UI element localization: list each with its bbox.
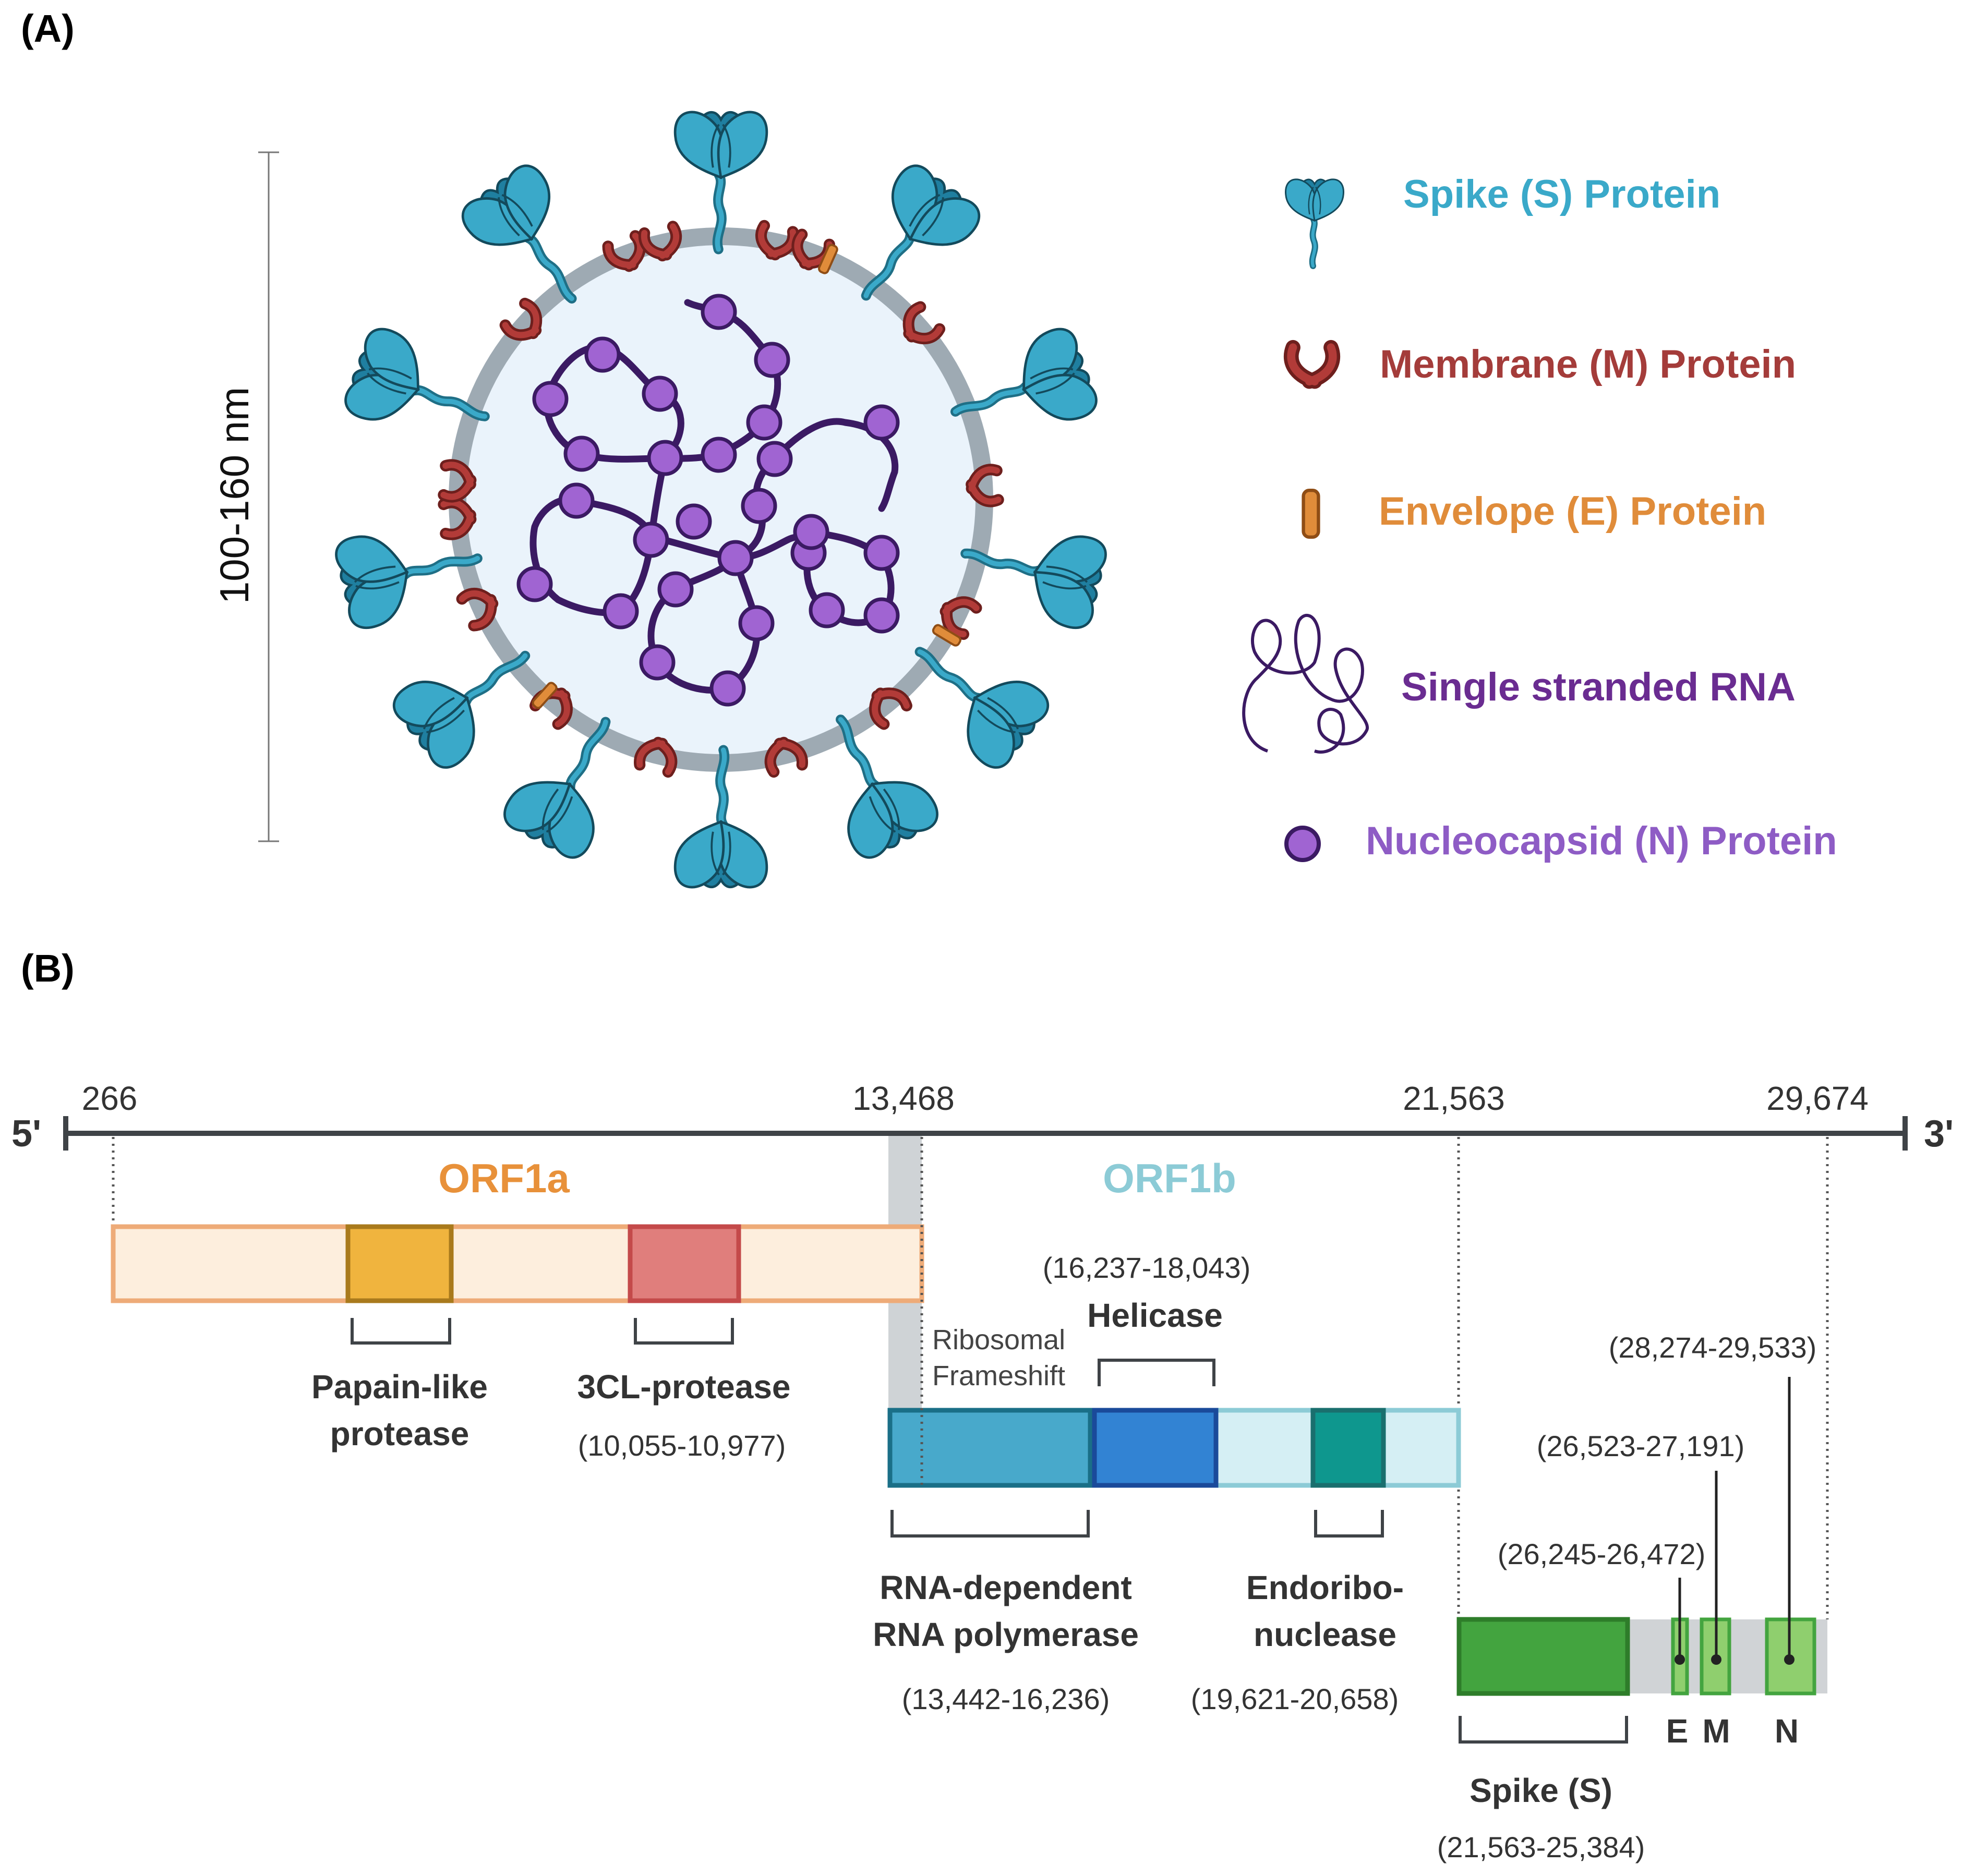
3cl-label: 3CL-protease — [577, 1368, 791, 1406]
m-gene-label: M — [1702, 1712, 1730, 1750]
nucleocapsid-dot-4 — [701, 437, 737, 473]
legend-rna-label: Single stranded RNA — [1401, 665, 1796, 709]
nucleocapsid-dot-25 — [809, 592, 845, 628]
guide-lines — [112, 1137, 1829, 1619]
rdrp-box — [887, 1408, 1093, 1488]
endo-range: (19,621-20,658) — [1191, 1683, 1399, 1715]
nucleocapsid-dot-1 — [701, 294, 737, 330]
nucleocapsid-dot-17 — [863, 404, 900, 441]
nucleocapsid-dot-2 — [754, 342, 790, 378]
nucleocapsid-dot-9 — [563, 435, 600, 472]
spike-gene-range: (21,563-25,384) — [1437, 1831, 1645, 1863]
rdrp-label-line2: RNA polymerase — [873, 1616, 1139, 1653]
papain-like-protease-box — [345, 1224, 454, 1303]
legend-spike-label: Spike (S) Protein — [1403, 172, 1720, 216]
spike-gene-box — [1456, 1617, 1630, 1696]
nucleocapsid-dot-23 — [738, 605, 775, 642]
tick-13468: 13,468 — [852, 1080, 955, 1117]
nucleocapsid-dot-14 — [676, 503, 712, 540]
papain-label-line2: protease — [330, 1415, 469, 1453]
3cl-protease-box — [628, 1224, 741, 1303]
helicase-label: Helicase — [1087, 1297, 1223, 1334]
tick-29674: 29,674 — [1766, 1080, 1869, 1117]
papain-label-line1: Papain-like — [311, 1368, 488, 1406]
rdrp-label-line1: RNA-dependent — [880, 1569, 1132, 1606]
nucleocapsid-dot-18 — [863, 535, 900, 571]
three-prime-label: 3' — [1924, 1113, 1954, 1155]
nucleocapsid-dot-19 — [717, 540, 754, 576]
nucleocapsid-proteins — [516, 294, 900, 707]
endoribonuclease-box — [1310, 1408, 1386, 1488]
nucleocapsid-dot-3 — [746, 404, 782, 441]
orf1b-label: ORF1b — [1103, 1155, 1236, 1201]
frameshift-label-line2: Frameshift — [932, 1360, 1065, 1391]
nucleocapsid-dot-20 — [657, 571, 694, 608]
nucleocapsid-dot-22 — [709, 670, 746, 707]
n-gene-range: (28,274-29,533) — [1609, 1331, 1817, 1364]
brackets — [351, 1318, 1628, 1744]
nucleocapsid-dot-8 — [532, 381, 569, 417]
e-gene-label: E — [1666, 1712, 1689, 1750]
rdrp-range: (13,442-16,236) — [902, 1683, 1110, 1715]
nucleocapsid-dot-7 — [584, 336, 621, 373]
spike-glyph-7 — [675, 750, 767, 887]
m-gene-range: (26,523-27,191) — [1537, 1430, 1745, 1462]
frameshift-label-line1: Ribosomal — [932, 1324, 1065, 1355]
nucleocapsid-dot-5 — [647, 440, 683, 476]
legend-spike-icon — [1286, 179, 1344, 266]
nucleocapsid-dot-21 — [639, 644, 676, 681]
legend-membrane-label: Membrane (M) Protein — [1380, 342, 1796, 386]
3cl-range: (10,055-10,977) — [578, 1429, 786, 1462]
virion-illustration — [333, 112, 1109, 887]
panel-a-label: (A) — [21, 7, 75, 50]
helicase-range: (16,237-18,043) — [1043, 1251, 1251, 1284]
tick-266: 266 — [82, 1080, 138, 1117]
spike-gene-label: Spike (S) — [1470, 1772, 1612, 1809]
legend: Spike (S) Protein Membrane (M) Protein E… — [1242, 172, 1837, 863]
orf1a-bar — [111, 1224, 924, 1303]
five-prime-label: 5' — [11, 1113, 41, 1155]
nucleocapsid-dot-6 — [642, 376, 678, 412]
e-gene-range: (26,245-26,472) — [1498, 1538, 1706, 1570]
gene-pointer-dots — [1675, 1654, 1795, 1665]
nucleocapsid-dot-10 — [558, 482, 595, 519]
nucleocapsid-dot-27 — [793, 514, 829, 550]
legend-envelope-label: Envelope (E) Protein — [1379, 489, 1766, 534]
n-gene-label: N — [1775, 1712, 1799, 1750]
nucleocapsid-dot-15 — [741, 488, 777, 524]
nucleocapsid-dot-13 — [516, 566, 553, 602]
scale-label: 100-160 nm — [211, 387, 257, 604]
legend-membrane-icon — [1291, 347, 1333, 381]
genome-axis — [63, 1116, 1908, 1151]
orf1a-label: ORF1a — [438, 1155, 570, 1201]
nucleocapsid-dot-12 — [603, 593, 639, 630]
tick-21563: 21,563 — [1403, 1080, 1505, 1117]
helicase-box — [1092, 1408, 1219, 1488]
nucleocapsid-dot-16 — [756, 441, 793, 477]
legend-nucleocapsid-label: Nucleocapsid (N) Protein — [1366, 819, 1837, 863]
endo-label-line1: Endoribo- — [1246, 1569, 1404, 1606]
scale-bar — [258, 151, 279, 842]
panel-b-label: (B) — [21, 947, 75, 990]
legend-rna-icon — [1242, 613, 1369, 754]
legend-nucleocapsid-icon — [1284, 826, 1321, 862]
endo-label-line2: nuclease — [1254, 1616, 1396, 1653]
gene-pointers — [1678, 1377, 1791, 1659]
nucleocapsid-dot-26 — [863, 597, 900, 634]
legend-envelope-icon — [1304, 490, 1319, 537]
nucleocapsid-dot-11 — [633, 522, 669, 558]
spike-glyph-1 — [675, 112, 767, 249]
